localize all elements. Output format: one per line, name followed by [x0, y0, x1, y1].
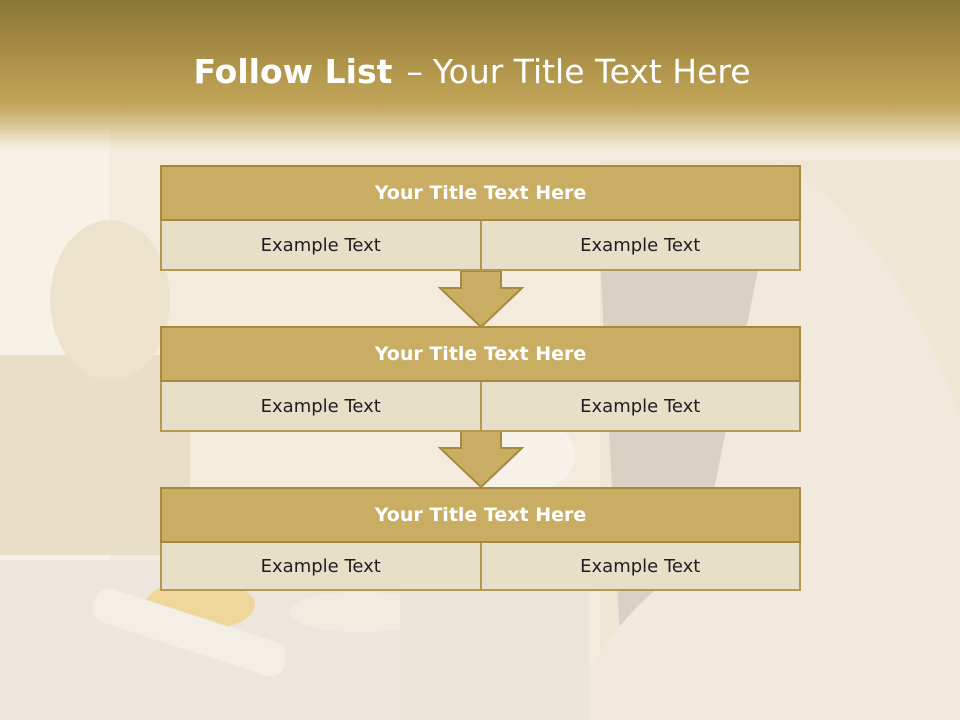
block-left-text: Example Text: [160, 543, 482, 591]
slide-title-dash: –: [406, 52, 423, 91]
slide-title-bold: Follow List: [193, 52, 393, 91]
block-right-text: Example Text: [481, 382, 801, 432]
down-arrow-icon: [438, 431, 524, 489]
block-right-text: Example Text: [481, 221, 801, 271]
list-block-2: Your Title Text Here Example Text Exampl…: [160, 326, 801, 432]
slide-title: Follow List–Your Title Text Here: [0, 52, 944, 91]
block-row: Example Text Example Text: [160, 221, 801, 271]
down-arrow-icon: [438, 271, 524, 329]
block-row: Example Text Example Text: [160, 382, 801, 432]
block-title: Your Title Text Here: [160, 326, 801, 382]
list-block-3: Your Title Text Here Example Text Exampl…: [160, 487, 801, 591]
block-left-text: Example Text: [160, 382, 482, 432]
list-block-1: Your Title Text Here Example Text Exampl…: [160, 165, 801, 271]
title-bar: [0, 0, 960, 150]
block-left-text: Example Text: [160, 221, 482, 271]
block-title: Your Title Text Here: [160, 487, 801, 543]
slide-title-rest: Your Title Text Here: [432, 52, 751, 91]
block-title: Your Title Text Here: [160, 165, 801, 221]
block-row: Example Text Example Text: [160, 543, 801, 591]
block-right-text: Example Text: [481, 543, 801, 591]
